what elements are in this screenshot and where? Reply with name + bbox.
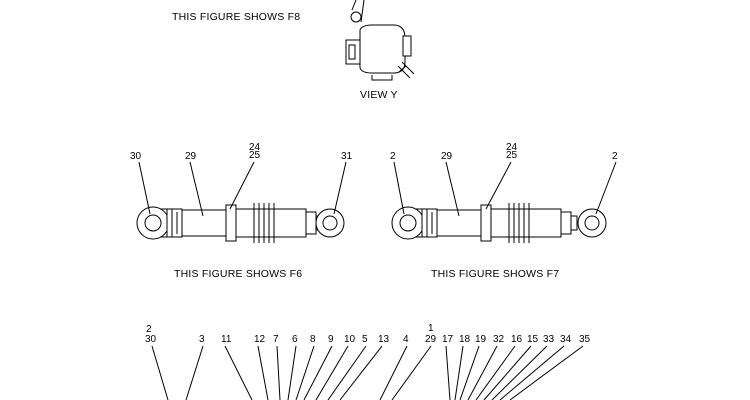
callout-bottom-item: 18 [459, 334, 471, 345]
leader-f6-29 [189, 161, 204, 217]
leader-line [327, 345, 367, 400]
leader-line [475, 345, 516, 400]
leader-line [454, 345, 464, 400]
leader-line [499, 345, 565, 400]
callout-f7-29: 29 [441, 151, 453, 162]
callout-bottom-item: 32 [493, 334, 505, 345]
leader-line [491, 345, 548, 400]
leader-f7-2a [393, 161, 405, 215]
leader-line [276, 345, 281, 400]
leader-line [287, 345, 297, 400]
callout-bottom-item: 8 [310, 334, 316, 345]
callout-f7-24: 24 [506, 142, 518, 153]
leader-line [391, 345, 432, 400]
leader-line [483, 345, 532, 400]
callout-bottom-item: 16 [511, 334, 523, 345]
caption-f7: THIS FIGURE SHOWS F7 [431, 268, 559, 280]
callout-bottom-item: 12 [254, 334, 266, 345]
callout-f6-29: 29 [185, 151, 197, 162]
leader-f7-24-25 [485, 161, 512, 210]
leader-line [303, 345, 333, 400]
leader-line [151, 345, 169, 400]
callout-bottom-item: 19 [475, 334, 487, 345]
callout-f7-2b: 2 [612, 151, 618, 162]
callout-f6-30: 30 [130, 151, 142, 162]
callout-bottom-30: 30 [145, 334, 157, 345]
callout-bottom-2: 2 [146, 324, 152, 335]
callout-bottom-item: 11 [221, 334, 232, 345]
caption-f6: THIS FIGURE SHOWS F6 [174, 268, 302, 280]
leader-line [295, 345, 315, 400]
leader-f6-31 [333, 161, 347, 215]
callout-bottom-item: 6 [292, 334, 298, 345]
callout-f7-2a: 2 [390, 151, 396, 162]
bottom-callout-row: 3 11 12 7 6 8 9 10 5 13 4 17 18 19 32 16 15 33 34 35 [199, 334, 591, 345]
callout-f6-31: 31 [341, 151, 353, 162]
callout-bottom-item: 13 [378, 334, 390, 345]
callout-bottom-item: 34 [560, 334, 572, 345]
callout-bottom-item: 5 [362, 334, 368, 345]
callout-f6-25: 25 [249, 150, 261, 161]
callout-bottom-item: 33 [543, 334, 555, 345]
callout-bottom-item: 17 [442, 334, 454, 345]
leader-line [315, 345, 349, 400]
callout-bottom-item: 4 [403, 334, 409, 345]
leader-f6-24-25 [229, 161, 255, 210]
leader-line [257, 345, 269, 400]
leader-f7-29 [445, 161, 460, 217]
caption-view-y: VIEW Y [360, 89, 398, 101]
leader-line [509, 345, 584, 400]
callout-bottom-item: 35 [579, 334, 591, 345]
leader-line [339, 345, 383, 400]
leader-line [185, 345, 204, 400]
leader-line [379, 345, 408, 400]
callout-bottom-item: 10 [344, 334, 356, 345]
callout-f7-25: 25 [506, 150, 518, 161]
bottom-leaders [151, 345, 584, 400]
leader-line [459, 345, 480, 400]
callout-bottom-1: 1 [428, 323, 434, 334]
leader-f6-30 [138, 161, 151, 215]
cylinder-f6 [136, 203, 345, 243]
callout-bottom-item: 7 [273, 334, 279, 345]
leader-line [445, 345, 451, 400]
callout-bottom-item: 9 [328, 334, 334, 345]
view-y-figure [345, 0, 415, 81]
callout-bottom-item: 3 [199, 334, 205, 345]
callout-bottom-29: 29 [425, 334, 437, 345]
caption-f8: THIS FIGURE SHOWS F8 [172, 11, 300, 23]
cylinder-f7 [391, 203, 607, 243]
callout-f6-24: 24 [249, 142, 261, 153]
leader-line [224, 345, 253, 400]
leader-line [467, 345, 498, 400]
callout-bottom-item: 15 [527, 334, 539, 345]
leader-f7-2b [595, 161, 617, 215]
